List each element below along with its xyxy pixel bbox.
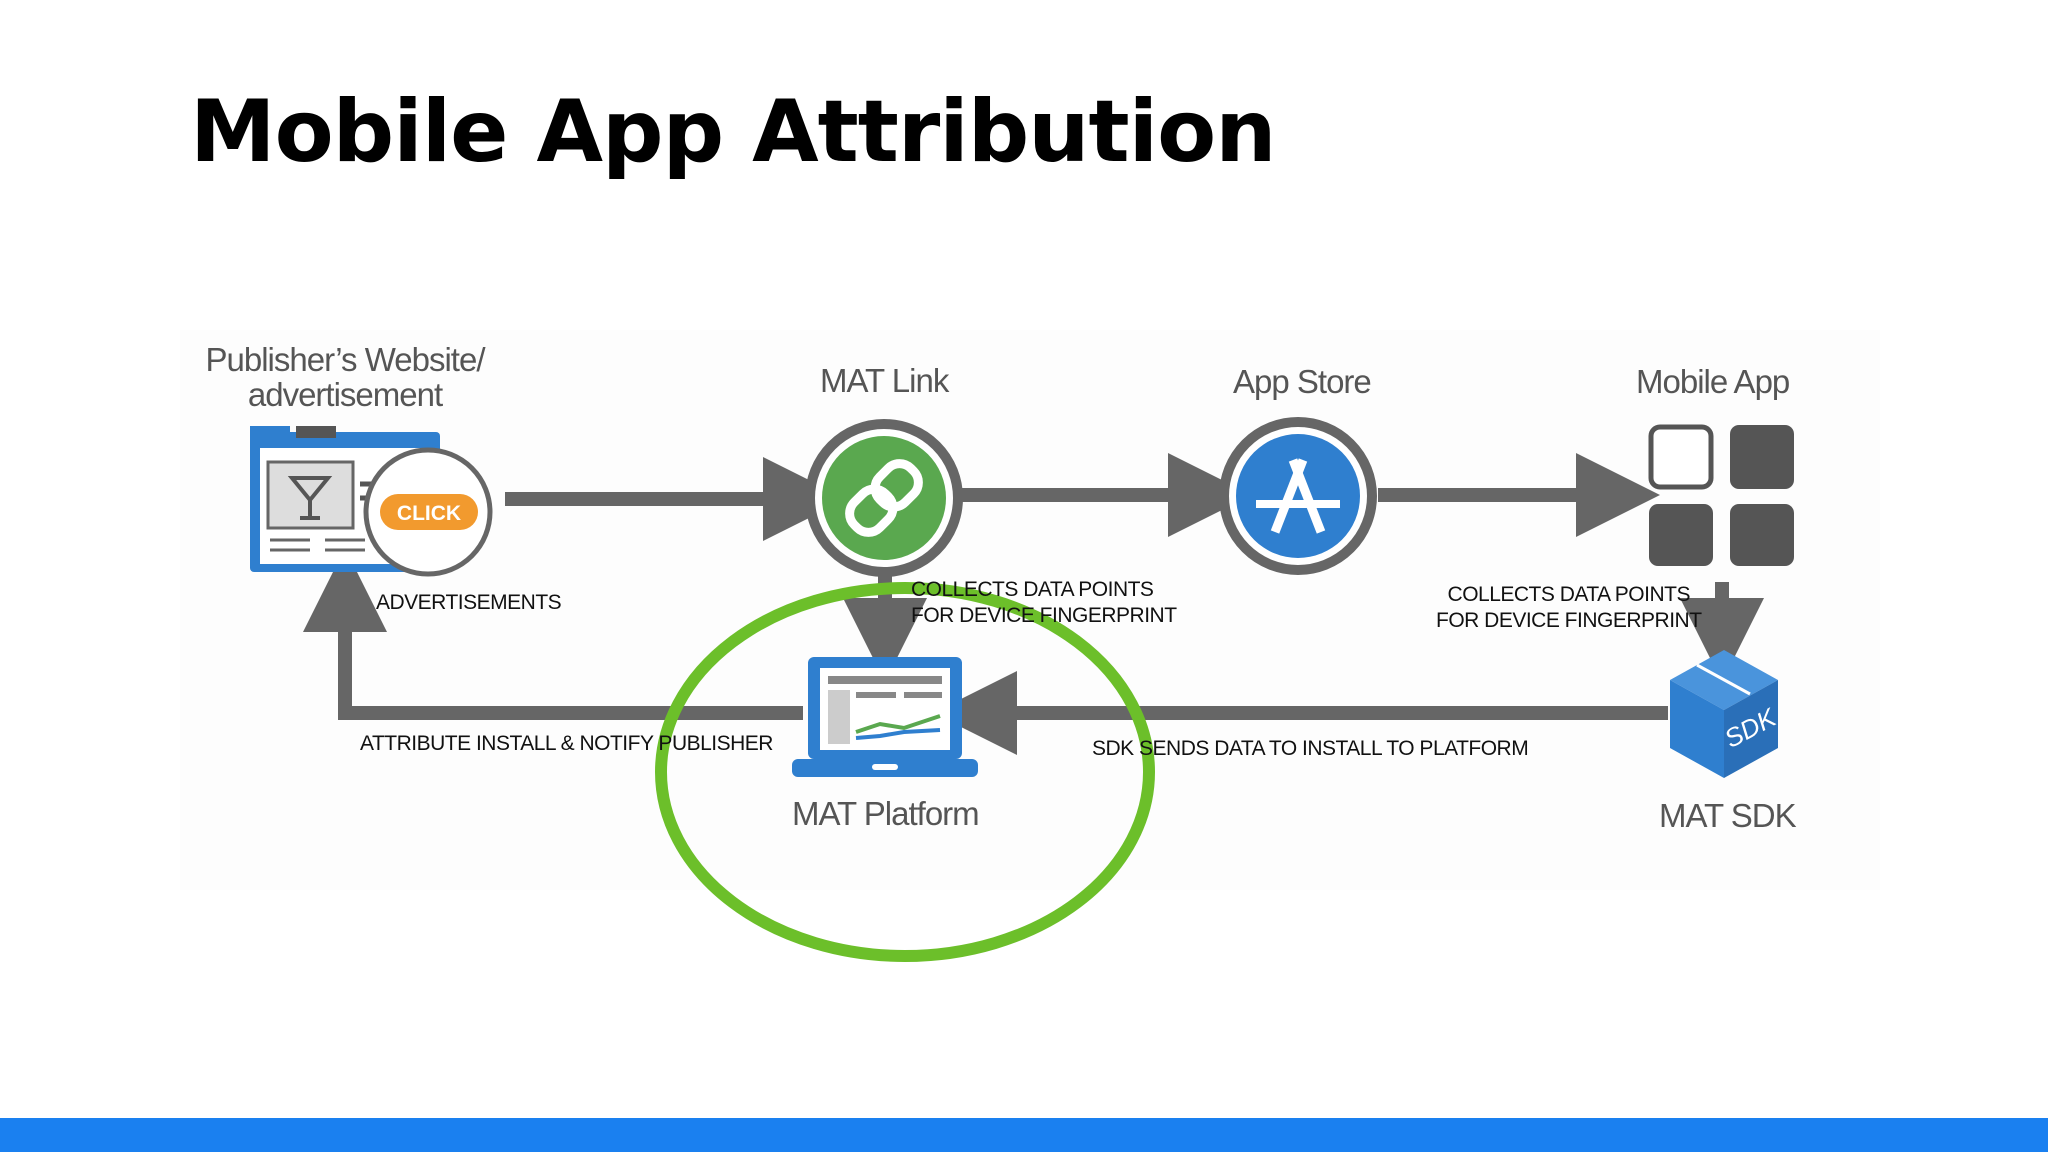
mat-link-icon bbox=[805, 419, 963, 577]
mat-platform-laptop-icon bbox=[792, 657, 978, 777]
mat-sdk-label: MAT SDK bbox=[1659, 797, 1797, 834]
bottom-accent-bar bbox=[0, 1118, 2048, 1152]
attribute-install-caption: ATTRIBUTE INSTALL & NOTIFY PUBLISHER bbox=[360, 732, 773, 755]
advertisements-caption: ADVERTISEMENTS bbox=[376, 591, 562, 614]
highlight-ellipse bbox=[655, 582, 1155, 962]
mat-platform-label: MAT Platform bbox=[792, 795, 980, 832]
publisher-website-icon: CLICK bbox=[250, 426, 493, 577]
click-badge bbox=[380, 494, 478, 530]
collects-data-caption-app: COLLECTS DATA POINTS FOR DEVICE FINGERPR… bbox=[1436, 583, 1702, 632]
mat-sdk-cube-icon: SDK bbox=[1670, 650, 1782, 778]
publisher-label: Publisher’s Website/ advertisement bbox=[205, 341, 486, 413]
mat-link-label: MAT Link bbox=[820, 362, 949, 399]
chain-link-icon bbox=[845, 459, 923, 537]
collects-data-caption-link: COLLECTS DATA POINTS FOR DEVICE FINGERPR… bbox=[911, 578, 1177, 627]
flow-arrows bbox=[303, 453, 1764, 755]
app-store-icon bbox=[1219, 417, 1377, 575]
arrow-platform-to-publisher bbox=[303, 548, 803, 720]
app-store-label: App Store bbox=[1233, 363, 1372, 400]
sdk-sends-caption: SDK SENDS DATA TO INSTALL TO PLATFORM bbox=[1092, 737, 1529, 760]
click-badge-text: CLICK bbox=[397, 502, 461, 525]
slide-title: Mobile App Attribution bbox=[190, 82, 1276, 182]
mobile-app-label: Mobile App bbox=[1636, 363, 1790, 400]
mobile-app-grid-icon bbox=[1648, 424, 1794, 566]
